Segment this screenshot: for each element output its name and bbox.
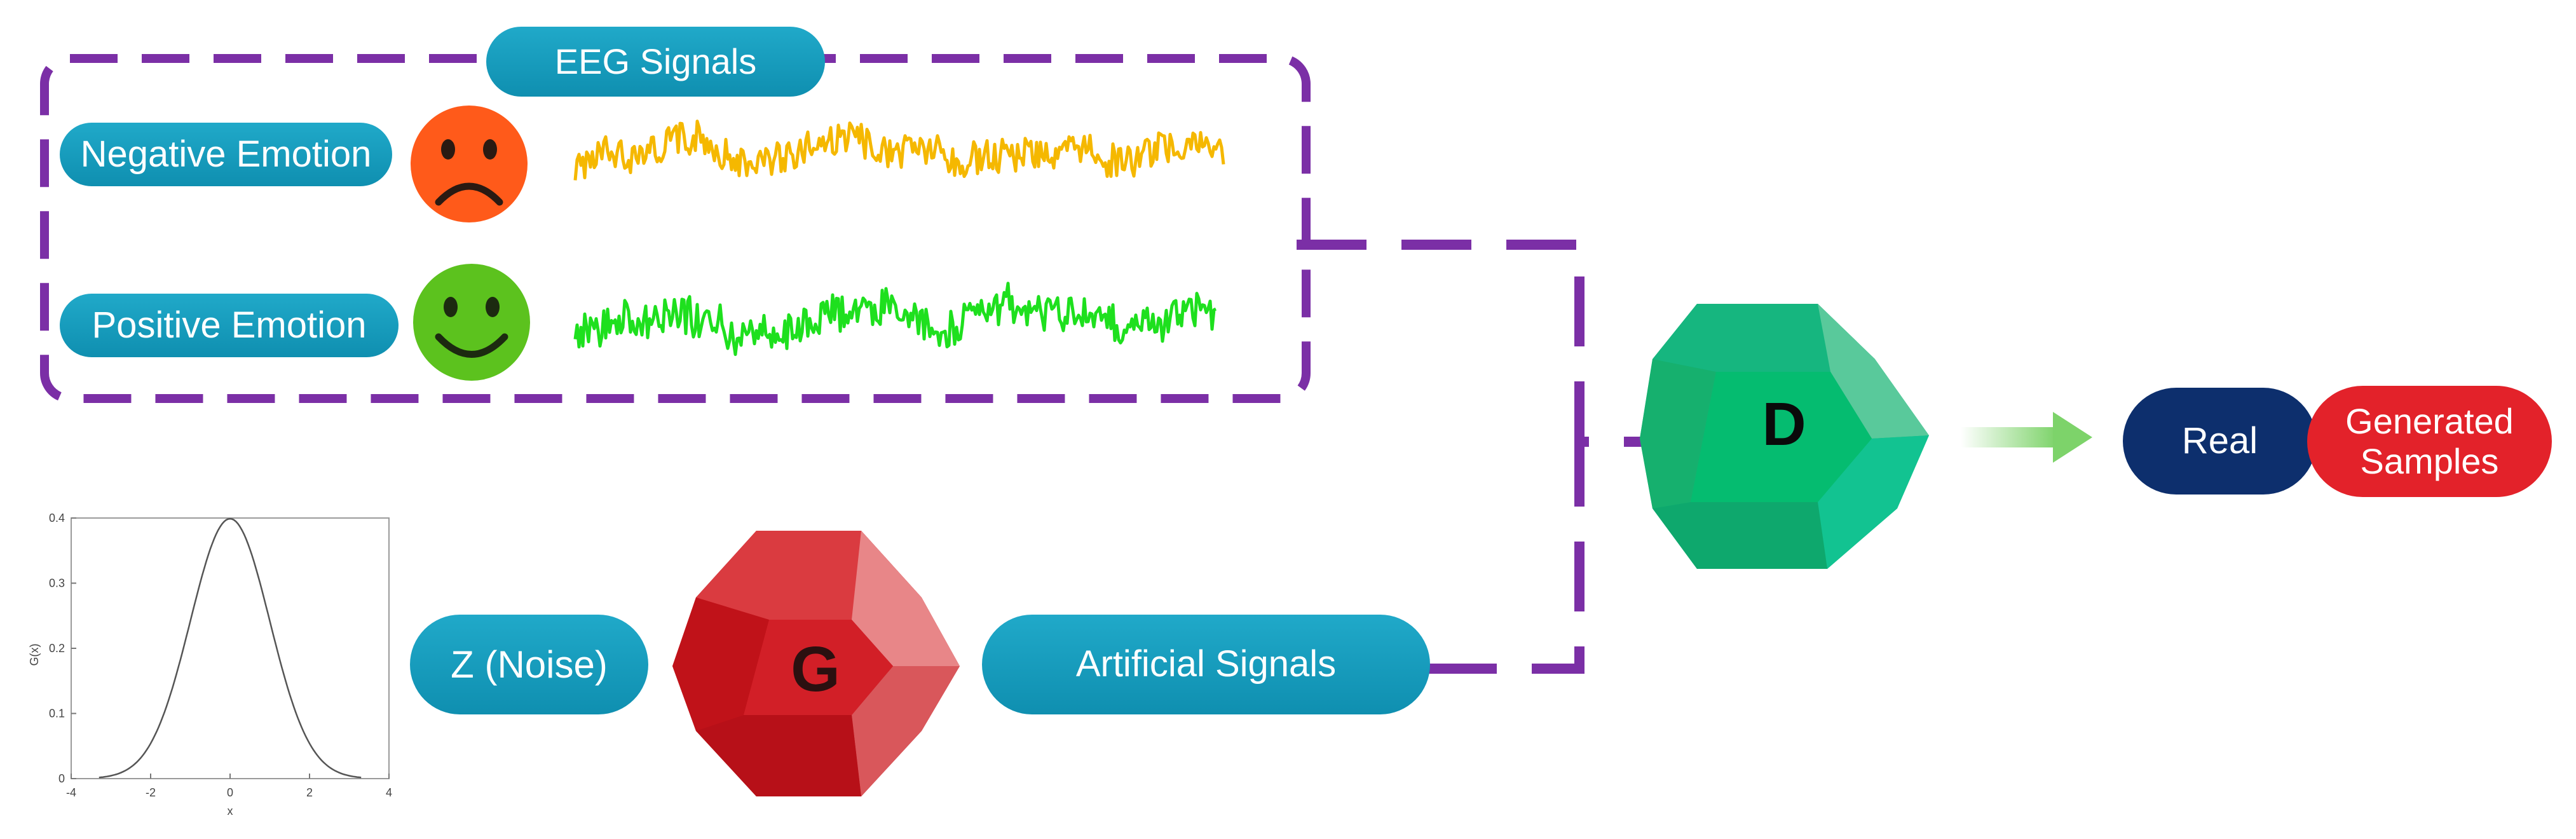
chart-frame xyxy=(71,517,390,779)
negative-emotion-eeg-waveform xyxy=(573,119,1225,181)
generated-samples-output-label: Generated Samples xyxy=(2307,386,2552,497)
discriminator-label: D xyxy=(1762,390,1806,458)
negative-emotion-label: Negative Emotion xyxy=(60,123,392,186)
y-tick-label: 0.1 xyxy=(49,707,65,720)
arrow-right-icon xyxy=(1961,412,2092,463)
positive-emotion-label: Positive Emotion xyxy=(60,294,399,357)
generator-label: G xyxy=(791,634,840,705)
noise-input-label: Z (Noise) xyxy=(410,615,648,714)
chart-y-axis-label: G(x) xyxy=(28,644,41,666)
x-tick-label: 0 xyxy=(227,786,233,799)
x-tick-label: 2 xyxy=(306,786,313,799)
y-tick-label: 0.4 xyxy=(49,512,65,524)
discriminator-dodecahedron-icon: D xyxy=(1640,304,1929,569)
y-tick-label: 0.3 xyxy=(49,577,65,590)
y-tick-label: 0 xyxy=(58,772,65,785)
sad-face-icon xyxy=(411,106,528,222)
eeg-signals-label: EEG Signals xyxy=(486,27,825,97)
artificial-to-discriminator-connector xyxy=(1427,442,1584,674)
x-tick-label: 4 xyxy=(386,786,392,799)
generator-dodecahedron-icon: G xyxy=(672,531,960,796)
series-line xyxy=(99,517,362,779)
noise-distribution-chart: -4 -2 0 2 4 0 0.1 0.2 0.3 0.4 x G(x) xyxy=(28,512,392,817)
artificial-signals-label: Artificial Signals xyxy=(982,615,1430,714)
chart-x-axis-label: x xyxy=(228,805,233,817)
happy-face-icon xyxy=(413,264,530,381)
y-tick-label: 0.2 xyxy=(49,642,65,655)
positive-emotion-eeg-waveform xyxy=(573,282,1217,357)
real-output-label: Real xyxy=(2123,388,2317,495)
x-tick-label: -4 xyxy=(66,786,76,799)
eeg-to-discriminator-connector xyxy=(1297,240,1646,447)
x-tick-label: -2 xyxy=(146,786,156,799)
